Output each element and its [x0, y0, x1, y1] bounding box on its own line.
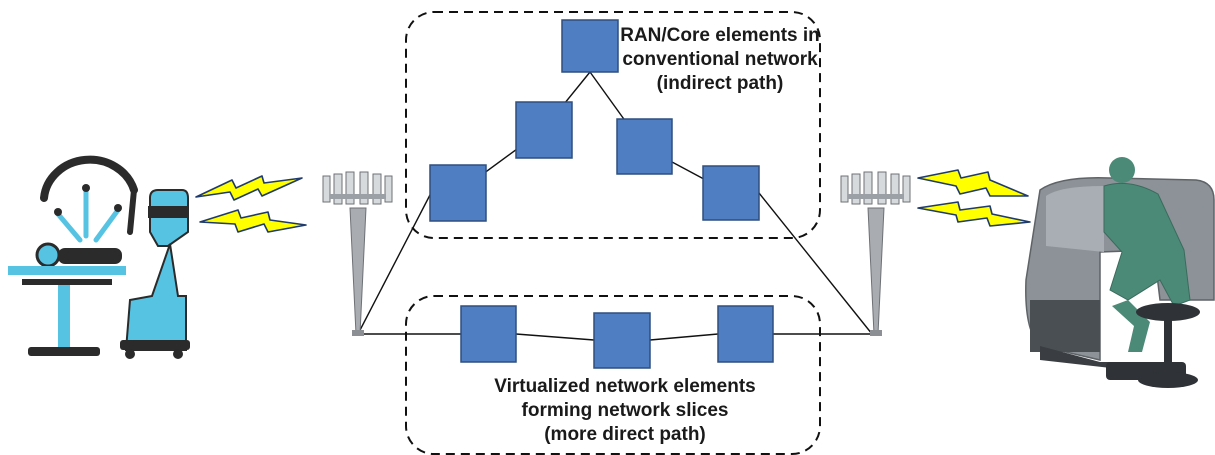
network-slice-label-line-3: (more direct path): [544, 424, 706, 445]
network-slice-region: [405, 295, 821, 455]
conventional-network-label-line-2: conventional network: [622, 49, 818, 70]
surgical-robot-icon: [8, 155, 190, 359]
lightning-bolt-icon: [917, 169, 1031, 227]
network-slice-label: Virtualized network elements forming net…: [460, 375, 790, 447]
network-slice-label-line-2: forming network slices: [521, 400, 729, 421]
conventional-network-nodes: [429, 19, 760, 222]
cell-tower-icon: [840, 171, 911, 336]
slice-node-2: [593, 312, 651, 369]
slice-node-3: [717, 305, 774, 363]
core-node-left-upper: [515, 101, 573, 159]
core-node-right-upper: [616, 118, 673, 175]
surgeon-console-icon: [1025, 157, 1215, 388]
lightning-bolt-icon: [195, 175, 307, 233]
network-slice-label-line-1: Virtualized network elements: [494, 376, 756, 397]
direct-path-links: [358, 333, 872, 341]
conventional-network-label: RAN/Core elements in conventional networ…: [605, 24, 835, 96]
conventional-network-label-line-3: (indirect path): [656, 73, 784, 94]
core-node-top: [561, 19, 619, 73]
slice-node-1: [460, 305, 517, 363]
ran-node-right: [702, 165, 760, 221]
virtualized-network-nodes: [460, 305, 774, 369]
ran-node-left: [429, 164, 487, 222]
cell-tower-icon: [322, 171, 393, 336]
conventional-network-label-line-1: RAN/Core elements in: [620, 25, 820, 46]
conventional-network-region: [405, 11, 821, 239]
